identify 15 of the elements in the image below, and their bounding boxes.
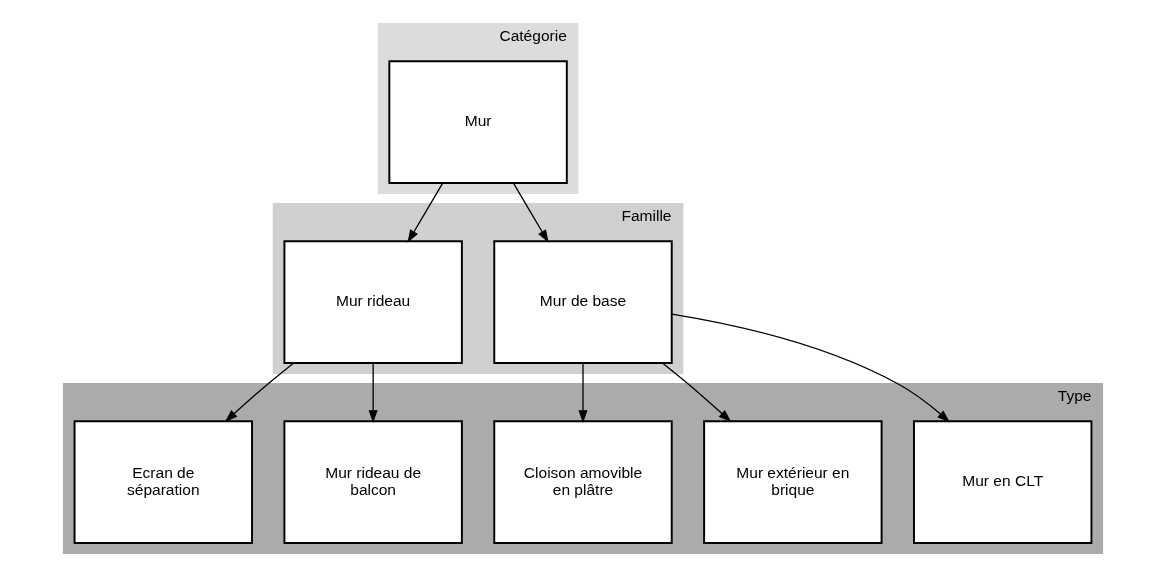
node-box: Mur rideau	[282, 240, 463, 364]
node-box: Mur de base	[492, 240, 673, 364]
node-box: Mur rideau de balcon	[282, 420, 463, 544]
node-box: Cloison amovible en plâtre	[492, 420, 673, 544]
node-box: Ecran de séparation	[73, 420, 253, 544]
arrow	[406, 182, 443, 243]
arrow	[224, 362, 294, 423]
arrow	[661, 362, 731, 423]
node-box: Mur	[387, 60, 568, 184]
arrow	[670, 313, 950, 423]
node-box: Mur en CLT	[912, 420, 1092, 544]
arrow	[368, 362, 378, 424]
arrow	[512, 182, 549, 243]
arrow	[577, 362, 588, 424]
node-box: Mur extérieur en brique	[702, 420, 883, 544]
